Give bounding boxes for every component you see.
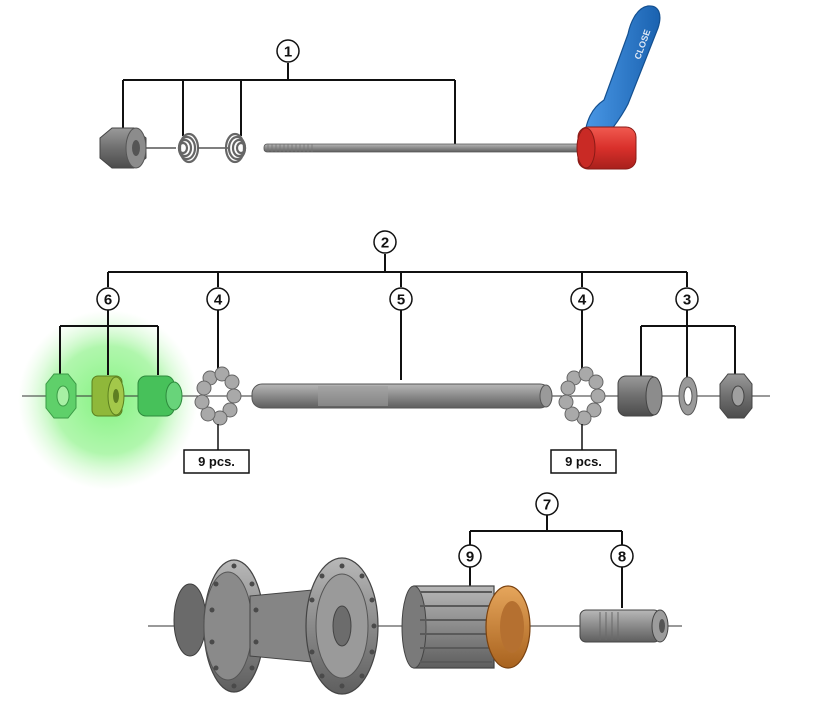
callout-4-right: 4 — [570, 287, 594, 311]
callout-3: 3 — [675, 287, 699, 311]
hub-axle — [251, 383, 553, 409]
callout-8: 8 — [610, 544, 634, 568]
washer-green — [91, 375, 125, 417]
leaders-row2 — [59, 310, 736, 380]
hub-body-group: 7 9 8 — [148, 492, 682, 695]
svg-text:3: 3 — [683, 292, 691, 309]
svg-text:4: 4 — [214, 292, 223, 309]
callout-5: 5 — [389, 287, 413, 311]
callout-2: 2 — [373, 230, 397, 254]
qr-spring-1 — [177, 132, 200, 164]
quick-release-group: 1 — [99, 5, 661, 170]
locknut-green — [45, 373, 77, 419]
svg-text:7: 7 — [543, 497, 551, 514]
locknut-right — [719, 373, 753, 419]
hub-shell — [173, 557, 379, 695]
bearing-balls-right — [558, 366, 606, 426]
cone-green — [137, 375, 183, 417]
svg-text:6: 6 — [104, 292, 112, 309]
bearing-balls-left — [194, 366, 242, 426]
svg-text:4: 4 — [578, 292, 587, 309]
spacer-sleeve — [579, 609, 669, 643]
bracket-1 — [122, 63, 456, 146]
svg-text:9: 9 — [466, 549, 474, 566]
pcs-label-left: 9 pcs. — [183, 449, 250, 474]
qr-adjusting-nut — [99, 127, 147, 169]
axle-assembly-group: 2 6 4 5 4 3 — [18, 230, 770, 490]
callout-1: 1 — [276, 39, 300, 63]
svg-text:9 pcs.: 9 pcs. — [198, 454, 235, 469]
cone-right — [617, 375, 663, 417]
qr-skewer-rod — [263, 143, 583, 153]
svg-text:1: 1 — [284, 44, 292, 61]
svg-text:9 pcs.: 9 pcs. — [565, 454, 602, 469]
svg-text:2: 2 — [381, 235, 389, 252]
washer-right — [678, 376, 698, 416]
callout-6: 6 — [96, 287, 120, 311]
bracket-7 — [469, 515, 623, 608]
svg-text:5: 5 — [397, 292, 405, 309]
freewheel-body — [401, 585, 531, 669]
callout-4-left: 4 — [206, 287, 230, 311]
qr-spring-2 — [224, 132, 247, 164]
qr-lever-cam-cap — [576, 126, 637, 170]
pcs-label-right: 9 pcs. — [550, 449, 617, 474]
svg-text:8: 8 — [618, 549, 626, 566]
bracket-2 — [107, 254, 688, 287]
qr-lever: CLOSE — [583, 5, 661, 141]
callout-9: 9 — [458, 544, 482, 568]
callout-7: 7 — [535, 492, 559, 516]
